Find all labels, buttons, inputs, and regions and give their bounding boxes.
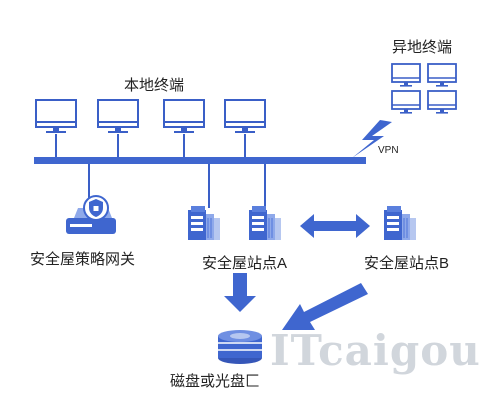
bus-drops bbox=[55, 134, 266, 208]
remote-terminal-2-icon bbox=[427, 63, 457, 88]
site-b-server-icon bbox=[384, 206, 416, 240]
down-arrow-icon bbox=[224, 273, 256, 312]
remote-terminal-4-icon bbox=[427, 90, 457, 115]
storage-label: 磁盘或光盘匚 bbox=[170, 373, 261, 390]
site-a-label: 安全屋站点A bbox=[202, 255, 288, 272]
sync-double-arrow-icon bbox=[300, 214, 370, 238]
network-bus bbox=[34, 157, 366, 164]
site-a-server-1-icon bbox=[188, 206, 220, 240]
site-a-server-2-icon bbox=[249, 206, 281, 240]
gateway-label: 安全屋策略网关 bbox=[30, 251, 136, 268]
remote-terminal-1-icon bbox=[391, 63, 421, 88]
local-terminal-4-icon bbox=[224, 99, 266, 134]
local-terminal-3-icon bbox=[163, 99, 205, 134]
remote-terminals-label: 异地终端 bbox=[392, 39, 453, 56]
watermark-text: ITcaigou bbox=[270, 326, 481, 375]
local-terminal-1-icon bbox=[35, 99, 77, 134]
local-terminal-2-icon bbox=[97, 99, 139, 134]
local-terminals-label: 本地终端 bbox=[124, 77, 185, 94]
diagonal-arrow-icon bbox=[282, 283, 368, 330]
disk-stack-icon bbox=[218, 330, 262, 364]
gateway-device-icon bbox=[66, 195, 116, 234]
vpn-label: VPN bbox=[378, 145, 399, 156]
site-b-label: 安全屋站点B bbox=[364, 255, 450, 272]
vpn-lightning-icon bbox=[352, 120, 392, 158]
remote-terminal-3-icon bbox=[391, 90, 421, 115]
